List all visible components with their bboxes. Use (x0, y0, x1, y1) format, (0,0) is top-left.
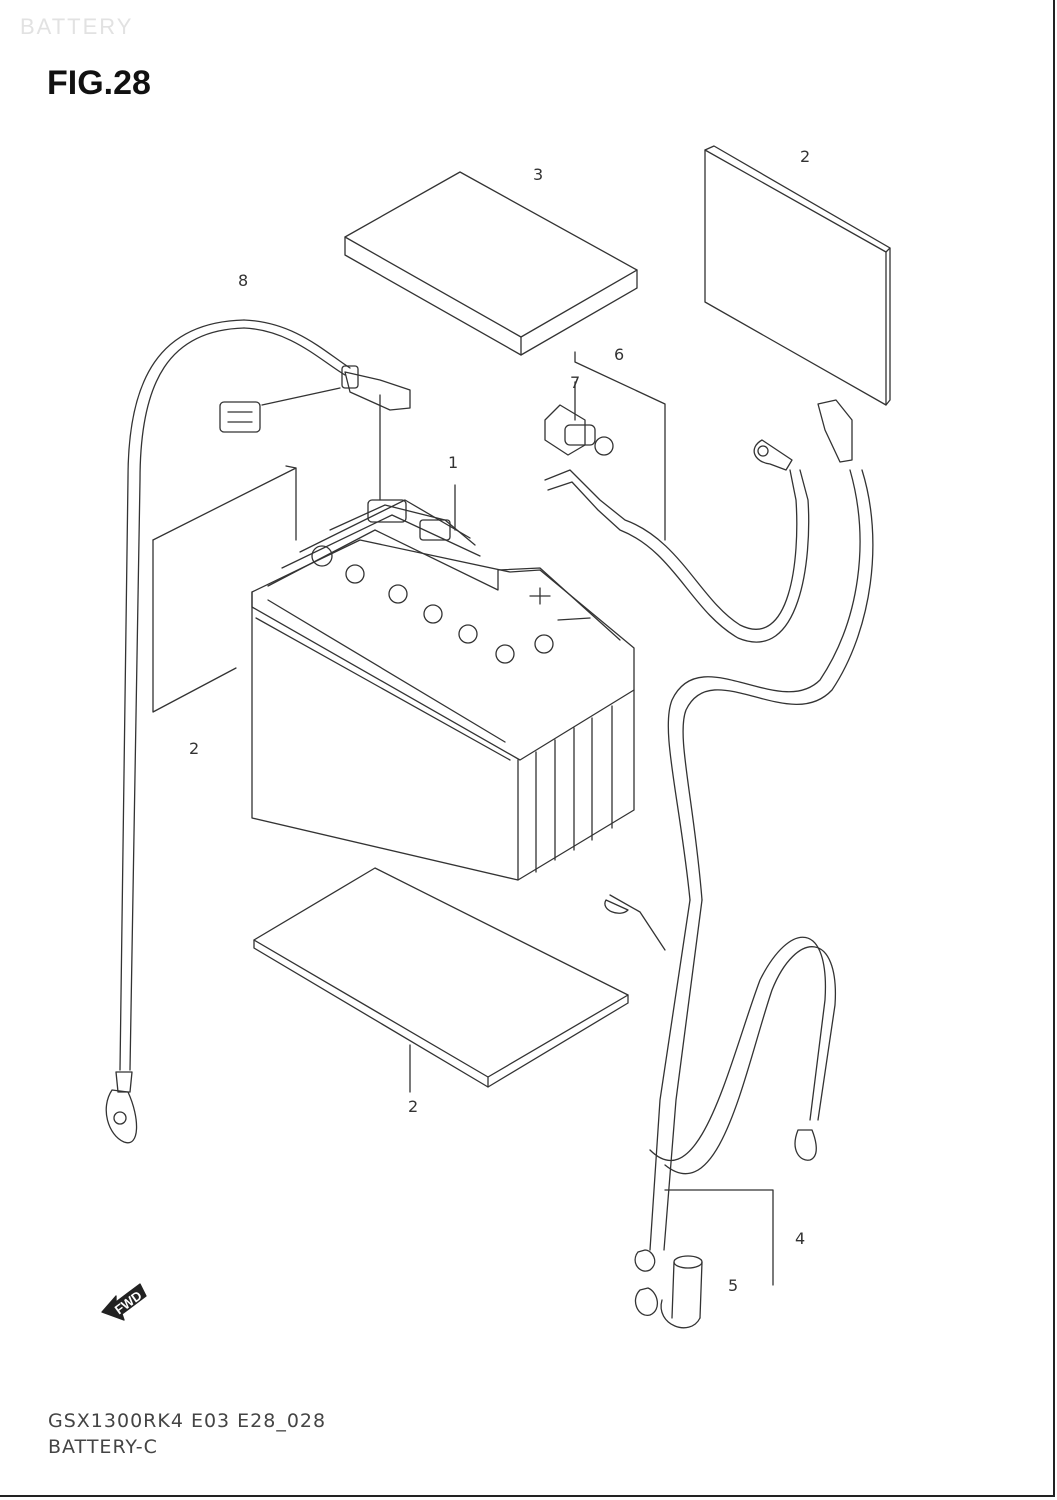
callout-lead-wire: 8 (238, 271, 248, 290)
callout-boot: 5 (728, 1276, 738, 1295)
battery-cable-4 (544, 399, 874, 1316)
battery-1 (251, 394, 635, 881)
terminal-group-6 (574, 351, 666, 541)
boot-5 (660, 1255, 703, 1329)
callout-pad-left: 2 (189, 739, 199, 758)
footer-part-name: BATTERY-C (48, 1436, 158, 1458)
footer-part-code: GSX1300RK4 E03 E28_028 (48, 1410, 327, 1432)
callout-pad-bottom: 2 (408, 1097, 418, 1116)
plate-3 (344, 171, 638, 356)
callout-battery: 1 (448, 453, 458, 472)
callout-pad-top-right: 2 (800, 147, 810, 166)
figure-title: FIG.28 (47, 64, 151, 102)
callout-terminal-group: 6 (614, 345, 624, 364)
fwd-arrow-icon (101, 1283, 147, 1321)
pad-2-left (152, 465, 297, 713)
callout-terminal-cover: 7 (570, 373, 580, 392)
pad-2-top-right (704, 145, 891, 406)
terminal-cover-7 (544, 381, 614, 456)
pad-2-bottom (253, 867, 629, 1093)
callout-cable-assy: 4 (795, 1229, 805, 1248)
lead-wire-8 (105, 319, 411, 1144)
header-ghost-text: BATTERY (20, 14, 134, 39)
callout-plate-top: 3 (533, 165, 543, 184)
